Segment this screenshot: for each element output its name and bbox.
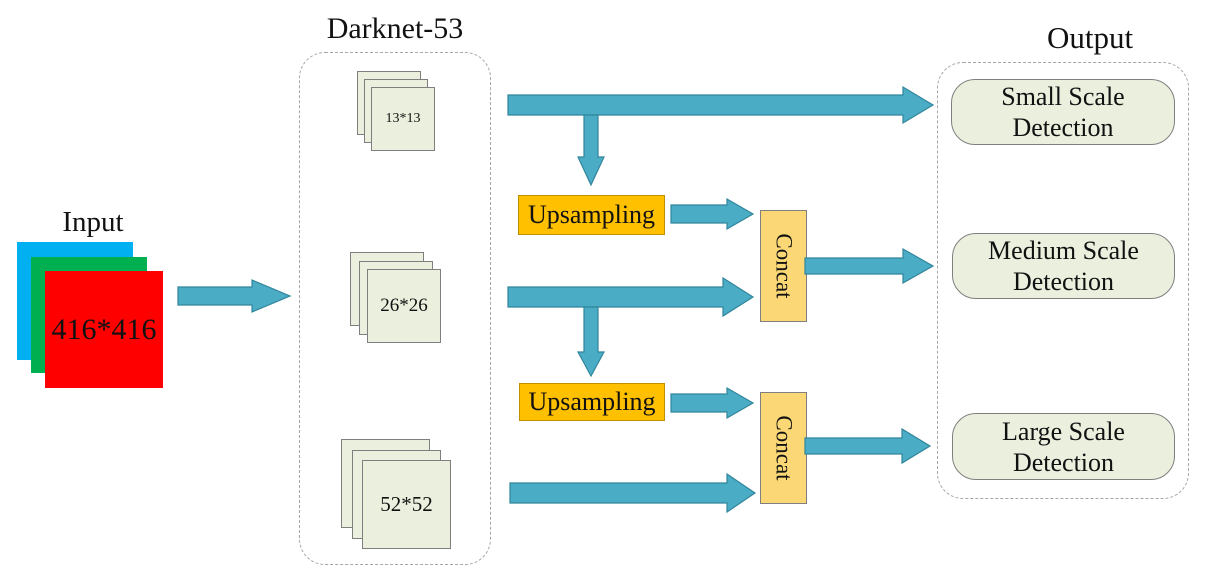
- feature-map-13-label: 13*13: [385, 111, 421, 126]
- upsampling-1-label: Upsampling: [527, 200, 656, 229]
- small-scale-detection-box: Small Scale Detection: [951, 79, 1175, 145]
- upsampling-box-1: Upsampling: [518, 195, 665, 235]
- concat-1-label: Concat: [771, 233, 797, 299]
- darknet53-container: [299, 52, 491, 565]
- backbone-title: Darknet-53: [326, 12, 464, 45]
- output-title: Output: [1046, 20, 1134, 55]
- arrow-down-to-upsampling-1: [577, 114, 605, 187]
- feature-map-52-label: 52*52: [380, 492, 433, 516]
- arrow-concat2-to-large: [804, 427, 932, 465]
- medium-scale-line1: Medium Scale: [988, 236, 1139, 265]
- feature-map-front: 26*26: [367, 269, 441, 343]
- arrow-52-to-concat2: [509, 472, 757, 514]
- small-scale-line2: Detection: [1012, 113, 1114, 142]
- medium-scale-detection-box: Medium Scale Detection: [952, 233, 1175, 299]
- arrow-upsampling1-to-concat1: [670, 197, 755, 231]
- feature-map-26-label: 26*26: [380, 295, 428, 316]
- concat-2-label: Concat: [771, 415, 797, 481]
- large-scale-line2: Detection: [1012, 447, 1115, 477]
- concat-box-2: Concat: [760, 392, 807, 504]
- arrow-concat1-to-medium: [804, 247, 935, 285]
- large-scale-line1: Large Scale: [1002, 416, 1125, 446]
- arrow-input-to-darknet: [177, 279, 292, 313]
- output-container: [937, 62, 1189, 499]
- arrow-down-to-upsampling-2: [576, 306, 606, 378]
- large-scale-detection-box: Large Scale Detection: [952, 413, 1175, 480]
- input-channel-red-square: 416*416: [45, 271, 163, 388]
- upsampling-box-2: Upsampling: [519, 383, 665, 421]
- feature-map-front: 52*52: [362, 460, 451, 549]
- feature-map-front: 13*13: [371, 87, 435, 151]
- input-title: Input: [62, 206, 124, 238]
- medium-scale-line2: Detection: [1012, 267, 1115, 296]
- small-scale-line1: Small Scale: [1001, 82, 1125, 111]
- input-size-label: 416*416: [51, 312, 157, 346]
- arrow-upsampling2-to-concat2: [670, 386, 755, 420]
- arrow-26-to-concat1: [507, 276, 755, 318]
- concat-box-1: Concat: [760, 210, 807, 322]
- arrow-13-to-small-detection: [507, 85, 935, 125]
- upsampling-2-label: Upsampling: [528, 387, 656, 416]
